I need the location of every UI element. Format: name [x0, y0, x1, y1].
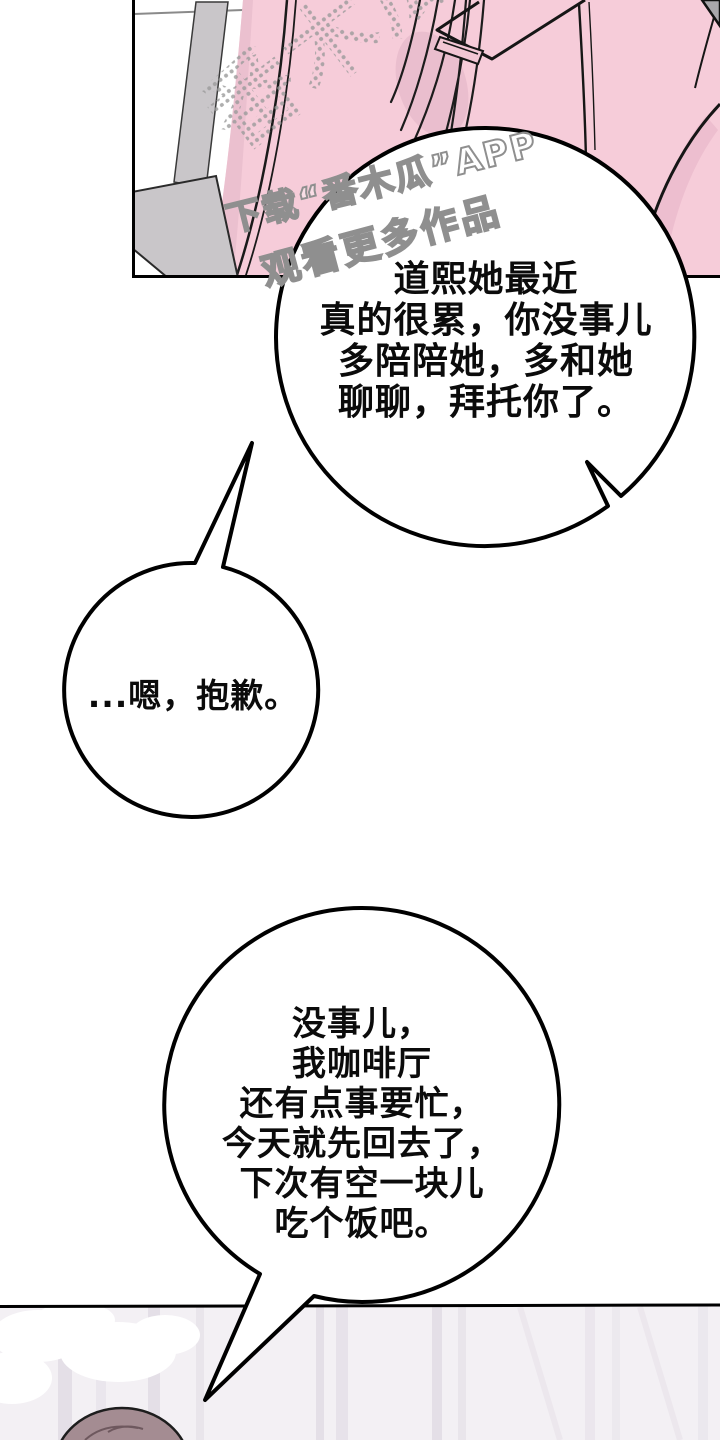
bag-corner-highlight [134, 248, 168, 276]
bubble-1-line: 真的很累，你没事儿 [319, 300, 653, 341]
collar-shade [395, 31, 469, 137]
corner-shape [700, 0, 720, 29]
bag-body [134, 174, 239, 276]
seam-line [577, 3, 588, 161]
light-streaks [517, 1306, 683, 1440]
panel-bottom-border-top [0, 1303, 720, 1308]
shoulder-shade [647, 116, 718, 262]
white-foliage [0, 1306, 200, 1404]
speech-bubbles [62, 125, 697, 1402]
back-contour-line [235, 0, 289, 276]
speech-bubble-1 [274, 125, 697, 548]
character-head [60, 1406, 184, 1440]
bubble-3-line: 我咖啡厅 [292, 1044, 432, 1084]
bubble-3-text: 没事儿， 我咖啡厅 还有点事要忙， 今天就先回去了， 下次有空一块儿 吃个饭吧。 [162, 1004, 562, 1244]
bubble-1-line: 聊聊，拜托你了。 [337, 382, 634, 423]
shirt-shade-left [210, 0, 253, 276]
bubble-1-text: 道熙她最近 真的很累，你没事儿 多陪陪她，多和她 聊聊，拜托你了。 [276, 259, 696, 423]
hair-strands [389, 0, 486, 234]
collar-flap-line [442, 41, 479, 55]
back-contour-line-2 [244, 0, 297, 276]
bubble-2-line: ...嗯，抱歉。 [87, 676, 299, 715]
bubble-3-line: 今天就先回去了， [222, 1124, 502, 1164]
head-hair-lines [84, 1425, 144, 1440]
bubble-3-line: 下次有空一块儿 [239, 1164, 485, 1204]
speech-bubble-3 [162, 905, 562, 1402]
panel-bottom [0, 1303, 720, 1440]
bubble-1-line: 多陪陪她，多和她 [337, 341, 634, 382]
bubble-3-line: 吃个饭吧。 [274, 1204, 450, 1244]
bubble-3-line: 没事儿， [292, 1004, 432, 1044]
seam-line-2 [588, 1, 596, 151]
speech-bubble-2 [62, 441, 321, 819]
bubble-3-line: 还有点事要忙， [239, 1084, 485, 1124]
bubble-1-line: 道熙她最近 [393, 259, 579, 300]
bubble-2-text: ...嗯，抱歉。 [66, 676, 320, 716]
